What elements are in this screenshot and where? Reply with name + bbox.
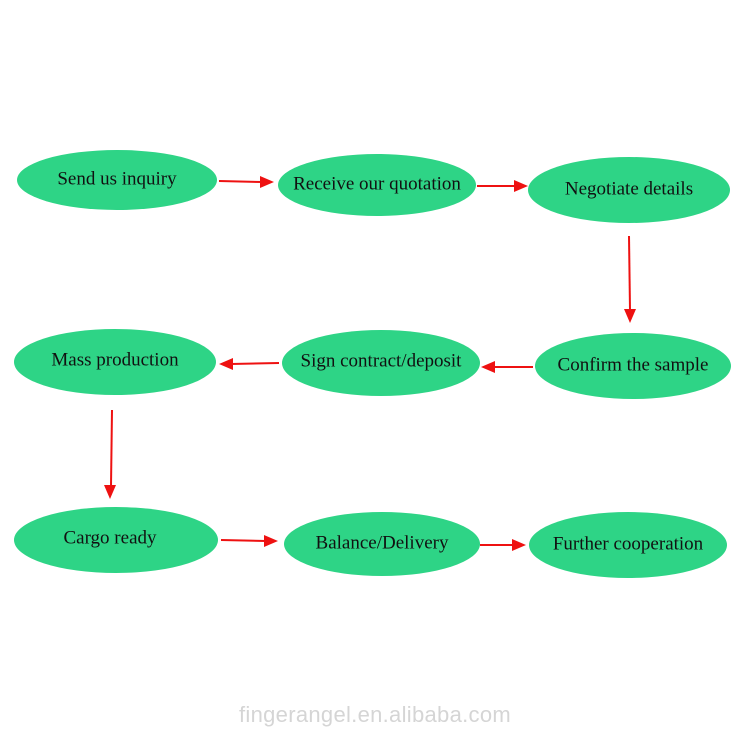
step-mass-production: Mass production bbox=[14, 329, 216, 395]
arrow-mass-to-cargo bbox=[104, 409, 116, 499]
step-label: Sign contract/deposit bbox=[301, 350, 463, 371]
step-label: Receive our quotation bbox=[293, 173, 461, 194]
arrow-confirm-to-sign bbox=[481, 361, 533, 373]
step-label: Mass production bbox=[51, 349, 179, 370]
step-label: Cargo ready bbox=[63, 527, 157, 548]
arrow-send-to-receive bbox=[218, 176, 274, 188]
step-label: Balance/Delivery bbox=[316, 532, 449, 553]
step-balance-delivery: Balance/Delivery bbox=[284, 512, 480, 576]
step-label: Negotiate details bbox=[565, 178, 693, 199]
step-negotiate-details: Negotiate details bbox=[528, 157, 730, 223]
step-sign-contract: Sign contract/deposit bbox=[282, 330, 480, 396]
watermark: fingerangel.en.alibaba.com bbox=[239, 702, 511, 727]
arrow-receive-to-negotiate bbox=[477, 180, 528, 192]
step-cargo-ready: Cargo ready bbox=[14, 507, 218, 573]
step-label: Further cooperation bbox=[553, 533, 704, 554]
arrow-sign-to-mass bbox=[219, 358, 280, 370]
arrow-cargo-to-balance bbox=[220, 535, 278, 547]
connector-arrows bbox=[104, 176, 636, 551]
arrow-negotiate-to-confirm bbox=[624, 235, 636, 323]
step-label: Confirm the sample bbox=[558, 354, 709, 375]
step-receive-quotation: Receive our quotation bbox=[278, 154, 476, 216]
step-label: Send us inquiry bbox=[57, 168, 177, 189]
step-send-inquiry: Send us inquiry bbox=[17, 150, 217, 210]
step-confirm-sample: Confirm the sample bbox=[535, 333, 731, 399]
arrow-balance-to-further bbox=[480, 539, 526, 551]
step-further-cooperation: Further cooperation bbox=[529, 512, 727, 578]
